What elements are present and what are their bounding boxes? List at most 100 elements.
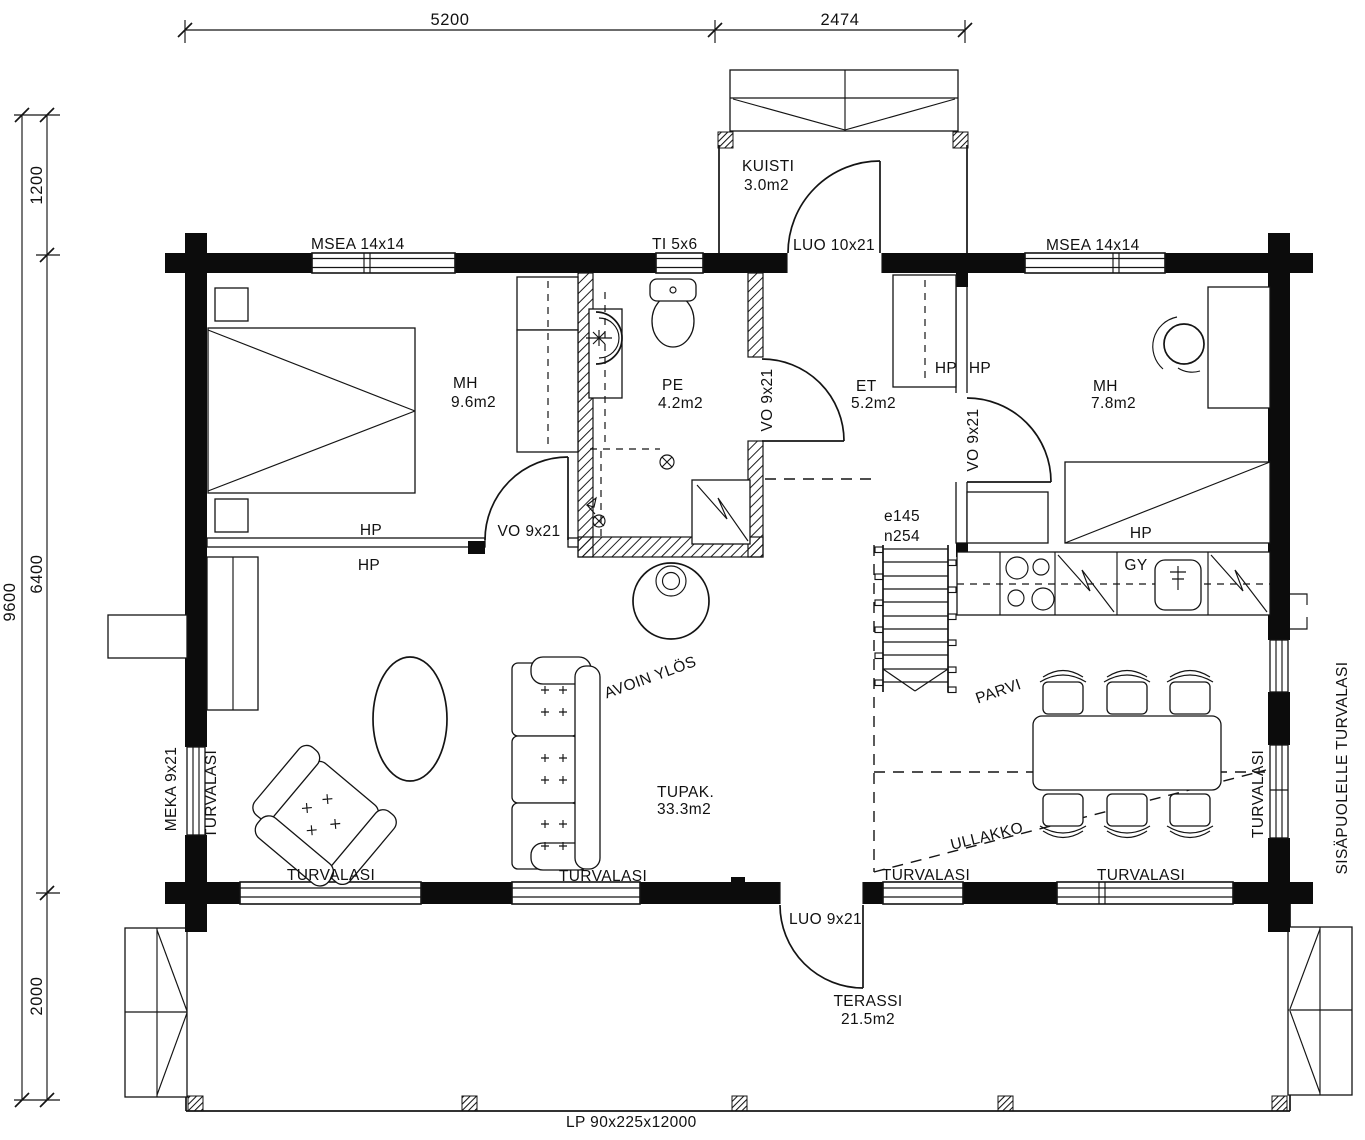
dim-2000: 2000: [28, 976, 46, 1015]
kitchen: [956, 551, 1271, 616]
window-right-large: [1268, 744, 1290, 839]
porch-post: [717, 131, 734, 149]
terrace-post: [1271, 1095, 1288, 1112]
nightstand: [214, 498, 249, 533]
door-label-vo-mh2: VO 9x21: [965, 408, 982, 471]
stair-label-e: e145: [884, 508, 920, 525]
turvalasi-label: TURVALASI: [287, 867, 375, 884]
bathroom-wall-right-upper: [747, 272, 764, 358]
gy-label: GY: [1124, 557, 1147, 574]
dim-6400: 6400: [28, 554, 46, 593]
terrace-post: [461, 1095, 478, 1112]
turvalasi-label: TURVALASI: [1097, 867, 1185, 884]
room-label-pe: PE: [662, 377, 683, 394]
dimension-left: 9600 1200 6400 2000: [1, 107, 60, 1108]
window-bottom-3: [882, 881, 964, 905]
threshold-block: [468, 541, 485, 554]
room-area-pe: 4.2m2: [658, 395, 703, 412]
hp-label: HP: [935, 360, 957, 377]
armchair: [252, 744, 397, 887]
right-wall-bracket: [1290, 593, 1308, 630]
door-mh2: [966, 397, 1052, 483]
room-area-kuisti: 3.0m2: [744, 177, 789, 194]
sisapuolelle-turvalasi-label: SISÄPUOLELLE TURVALASI: [1334, 662, 1351, 875]
window-label-msea-left: MSEA 14x14: [311, 236, 405, 253]
room-label-tupak: TUPAK.: [657, 784, 714, 801]
mh1-wall-stub: [567, 537, 579, 548]
stove: [1005, 556, 1055, 611]
kitchen-sink: [1154, 559, 1202, 611]
room-label-terassi: TERASSI: [833, 993, 902, 1010]
fireplace: [632, 562, 710, 640]
window-bottom-4: [1056, 881, 1234, 905]
desk-chair: [1163, 323, 1205, 365]
turvalasi-label-right: TURVALASI: [1250, 750, 1267, 838]
door-opening-luo-top: [786, 253, 883, 273]
hp-label: HP: [1130, 525, 1152, 542]
dining-table: [1032, 715, 1222, 791]
door-label-vo-mh1: VO 9x21: [497, 523, 560, 540]
bed: [207, 327, 416, 494]
sink-faucet: [586, 330, 612, 346]
turvalasi-label-left: TURVALASI: [203, 750, 220, 838]
window-meka: [185, 746, 207, 836]
shower-faucet-symbol: [585, 496, 606, 528]
door-luo-bottom: [779, 904, 864, 989]
sofa: [511, 656, 601, 871]
door-luo-top: [787, 160, 881, 254]
turvalasi-label: TURVALASI: [882, 867, 970, 884]
exterior-chimney-box: [107, 614, 188, 659]
toilet-tank: [649, 278, 697, 302]
wall-post: [956, 273, 968, 287]
window-right-small: [1268, 639, 1290, 693]
terrace-post: [997, 1095, 1014, 1112]
porch-post: [952, 131, 969, 149]
dim-9600: 9600: [1, 582, 19, 621]
terrace-steps-left: [124, 927, 188, 1098]
doors: [484, 160, 1052, 989]
dimension-top: 5200 2474: [177, 11, 973, 43]
windows: [185, 252, 1308, 905]
hp-label: HP: [358, 557, 380, 574]
terrace-steps-right: [1287, 926, 1353, 1096]
mh2-furniture: [1064, 286, 1271, 544]
staircase: [874, 545, 957, 694]
door-label-luo-bottom: LUO 9x21: [789, 911, 862, 928]
appliance-symbol: [1210, 554, 1268, 613]
room-label-mh2: MH: [1093, 378, 1118, 395]
floor-drain: [659, 454, 675, 470]
closets: [107, 274, 1049, 711]
mh1-wall: [206, 537, 486, 548]
room-area-terassi: 21.5m2: [841, 1011, 895, 1028]
ullakko-label: ULLAKKO: [949, 819, 1025, 853]
room-area-et: 5.2m2: [851, 395, 896, 412]
terrace-post: [731, 1095, 748, 1112]
room-area-mh2: 7.8m2: [1091, 395, 1136, 412]
window-label-meka: MEKA 9x21: [163, 747, 180, 832]
dining-set: [1032, 669, 1222, 839]
parvi-label: PARVI: [974, 676, 1024, 707]
window-msea-left: [311, 252, 456, 274]
door-opening-luo-bottom: [779, 882, 864, 904]
terrace: LP 90x225x12000: [124, 904, 1353, 1131]
coffee-table: [372, 656, 448, 782]
mh2-closet: [966, 491, 1049, 544]
kuisti-porch: [717, 69, 969, 253]
hp-label: HP: [360, 522, 382, 539]
desk: [1207, 286, 1271, 409]
door-label-luo-top: LUO 10x21: [793, 237, 875, 254]
shower-symbol: [696, 484, 749, 542]
terrace-post: [187, 1095, 204, 1112]
window-msea-right: [1024, 252, 1166, 274]
avoin-ylos-label: AVOIN YLÖS: [602, 652, 699, 702]
wall-post-marker: [731, 877, 745, 887]
room-label-mh1: MH: [453, 375, 478, 392]
dim-5200: 5200: [430, 11, 469, 29]
window-bottom-1: [239, 881, 422, 905]
appliance-symbol: [1057, 554, 1115, 613]
bathroom-fixtures: [585, 278, 751, 545]
mh1-furniture: [207, 287, 416, 533]
window-label-ti: TI 5x6: [652, 236, 697, 253]
sink-basin: [595, 311, 623, 365]
